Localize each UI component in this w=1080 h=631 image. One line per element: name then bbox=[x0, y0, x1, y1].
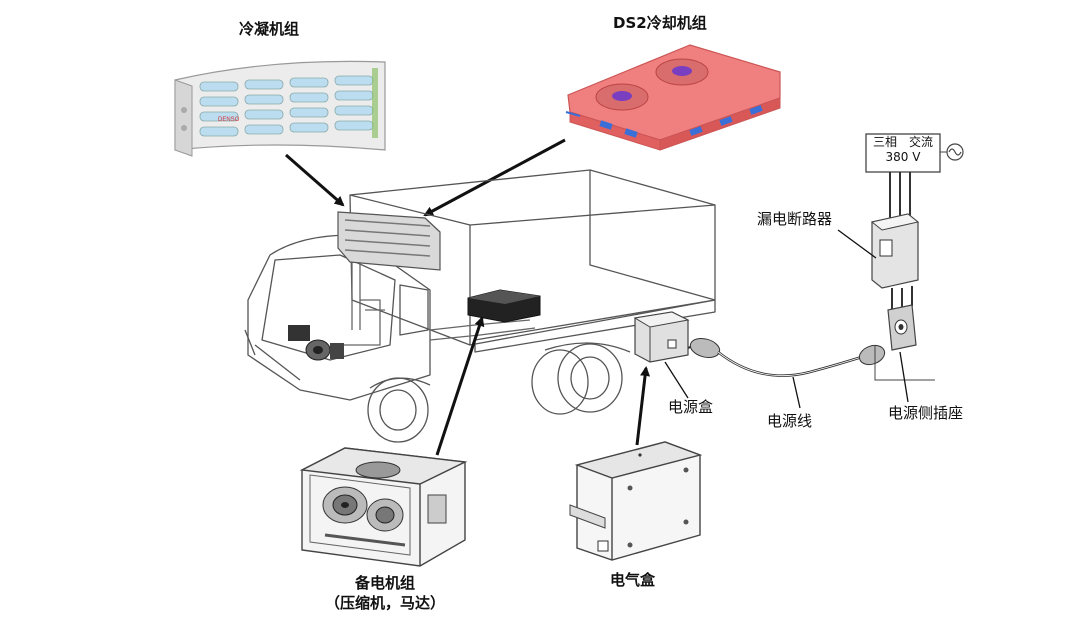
cooling-unit-arrow bbox=[423, 138, 566, 217]
standby-unit-in-truck bbox=[467, 289, 541, 323]
engine-compressor-illustration bbox=[288, 325, 344, 361]
power-box-on-truck bbox=[633, 311, 690, 363]
socket-pointer bbox=[899, 351, 909, 403]
electric-box-label: 电气盒 bbox=[610, 571, 656, 589]
power-box-pointer bbox=[664, 361, 689, 399]
condenser-label: 冷凝机组 bbox=[239, 20, 300, 38]
power-supply-voltage: 380 V bbox=[885, 150, 921, 164]
power-supply-illustration bbox=[865, 133, 964, 381]
condenser-arrow bbox=[285, 153, 345, 207]
electric-box-illustration bbox=[569, 441, 703, 561]
standby-unit-title: 备电机组 bbox=[354, 574, 415, 592]
cord-pointer bbox=[792, 376, 801, 409]
condenser-vents bbox=[199, 75, 374, 137]
standby-unit-label: 备电机组 （压缩机，马达） bbox=[300, 574, 470, 613]
roof-unit-illustration bbox=[337, 211, 441, 271]
power-socket-label: 电源侧插座 bbox=[888, 404, 964, 422]
breaker-label: 漏电断路器 bbox=[757, 210, 833, 228]
standby-unit-subtitle: （压缩机，马达） bbox=[324, 593, 445, 612]
power-box-label: 电源盒 bbox=[668, 398, 714, 416]
power-supply-label: 三相 交流 380 V bbox=[866, 135, 940, 165]
electric-box-arrow bbox=[635, 366, 651, 446]
breaker-pointer bbox=[837, 229, 877, 259]
standby-unit-arrow bbox=[435, 316, 485, 456]
condenser-unit-illustration: DENSO bbox=[174, 60, 386, 157]
power-supply-phase: 三相 交流 bbox=[872, 135, 933, 149]
power-cord-label: 电源线 bbox=[767, 412, 813, 430]
power-cord-illustration bbox=[687, 337, 886, 377]
condenser-brand: DENSO bbox=[218, 117, 240, 123]
cooling-unit-label: DS2冷却机组 bbox=[613, 14, 707, 32]
standby-unit-illustration bbox=[299, 447, 468, 567]
cooling-unit-illustration bbox=[565, 44, 781, 151]
